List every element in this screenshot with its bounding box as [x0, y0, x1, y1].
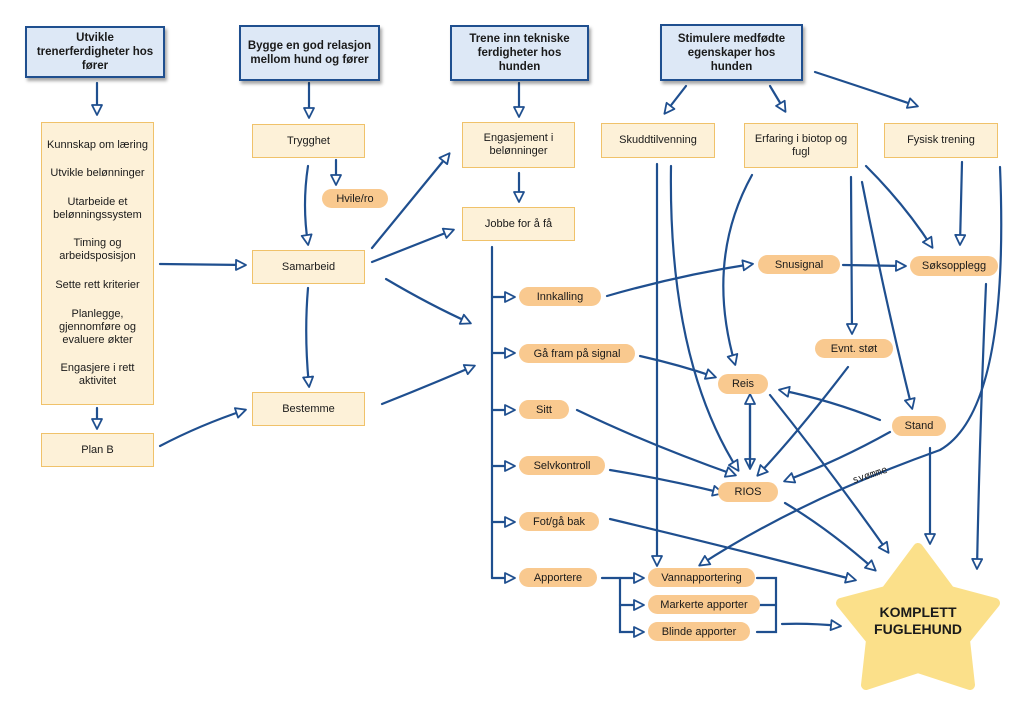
- snusignal-pill: Snusignal: [758, 255, 840, 274]
- list-item: Kunnskap om læring: [47, 138, 148, 151]
- reis-pill: Reis: [718, 374, 768, 394]
- hvile-pill: Hvile/ro: [322, 189, 388, 208]
- plan-b-box: Plan B: [41, 433, 154, 467]
- selvkontroll-pill: Selvkontroll: [519, 456, 605, 475]
- header-innate-qualities: Stimulere medfødte egenskaper hos hunden: [660, 24, 803, 81]
- bestemme-box: Bestemme: [252, 392, 365, 426]
- fysisk-trening-box: Fysisk trening: [884, 123, 998, 158]
- engasjement-box: Engasjement i belønninger: [462, 122, 575, 168]
- list-item: Utvikle belønninger: [50, 167, 145, 180]
- stand-pill: Stand: [892, 416, 946, 436]
- sitt-pill: Sitt: [519, 400, 569, 419]
- vannapportering-pill: Vannapportering: [648, 568, 755, 587]
- list-item: Engasjere i rett aktivitet: [60, 362, 135, 388]
- innkalling-pill: Innkalling: [519, 287, 601, 306]
- ga-fram-pill: Gå fram på signal: [519, 344, 635, 363]
- erfaring-box: Erfaring i biotop og fugl: [744, 123, 858, 168]
- list-item: Planlegge, gjennomføre og evaluere økter: [58, 307, 137, 346]
- soksopplegg-pill: Søksopplegg: [910, 256, 998, 276]
- jobbe-box: Jobbe for å få: [462, 207, 575, 241]
- header-technical-skills: Trene inn tekniske ferdigheter hos hunde…: [450, 25, 589, 81]
- list-item: Timing og arbeidsposisjon: [59, 237, 136, 263]
- trygghet-box: Trygghet: [252, 124, 365, 158]
- apportere-pill: Apportere: [519, 568, 597, 587]
- trainer-skills-list: Kunnskap om læring Utvikle belønninger U…: [41, 122, 154, 405]
- blinde-apporter-pill: Blinde apporter: [648, 622, 750, 641]
- markerte-apporter-pill: Markerte apporter: [648, 595, 760, 614]
- header-trainer-skills: Utvikle trenerferdigheter hos fører: [25, 26, 165, 78]
- goal-star-shape: [836, 543, 1000, 690]
- skuddtilvenning-box: Skuddtilvenning: [601, 123, 715, 158]
- evnt-stot-pill: Evnt. støt: [815, 339, 893, 358]
- fot-ga-bak-pill: Fot/gå bak: [519, 512, 599, 531]
- header-relationship: Bygge en god relasjon mellom hund og før…: [239, 25, 380, 81]
- goal-label: KOMPLETT FUGLEHUND: [874, 604, 962, 637]
- rios-pill: RIOS: [718, 482, 778, 502]
- list-item: Utarbeide et belønningssystem: [53, 195, 142, 221]
- list-item: Sette rett kriterier: [55, 279, 140, 292]
- samarbeid-box: Samarbeid: [252, 250, 365, 284]
